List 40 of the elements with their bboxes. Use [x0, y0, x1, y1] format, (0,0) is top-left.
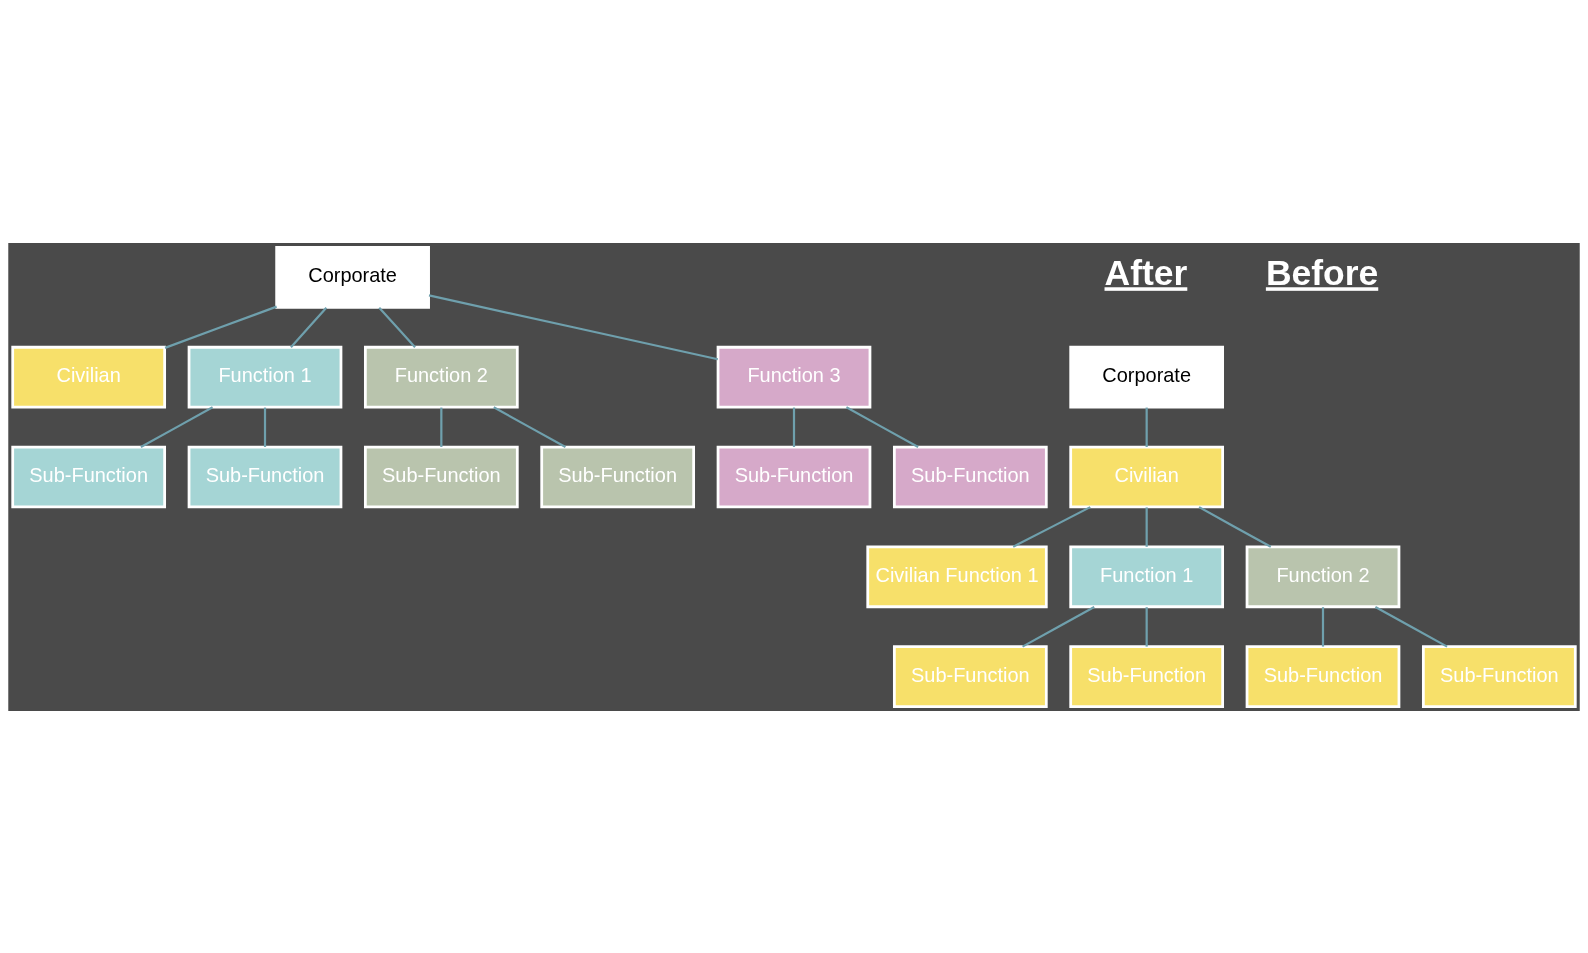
node-box: Corporate [1069, 345, 1224, 408]
connector [1198, 505, 1272, 548]
connector [1022, 605, 1095, 648]
node-box: Sub-Function [892, 644, 1048, 708]
connector [1374, 605, 1448, 648]
connector [263, 407, 267, 447]
connector [140, 405, 214, 448]
connector [1145, 606, 1148, 647]
connector [164, 305, 277, 349]
label: After [1104, 252, 1188, 293]
connector [440, 407, 443, 447]
connector [792, 407, 796, 447]
connector [1321, 606, 1325, 647]
connector [1145, 506, 1148, 547]
connector [428, 293, 719, 360]
node-box: Sub-Function [364, 445, 519, 508]
node-box: Function 1 [187, 345, 343, 408]
node-box: Sub-Function [11, 445, 167, 508]
node-box: Function 3 [716, 345, 872, 408]
connector [1012, 505, 1091, 548]
node-box: Sub-Function [187, 445, 343, 508]
node-box: Sub-Function [1245, 644, 1401, 708]
connector [1145, 407, 1148, 447]
node-box: Sub-Function [540, 445, 696, 508]
node-box: Civilian [1069, 445, 1224, 508]
connector [378, 306, 416, 348]
node-box: Sub-Function [892, 445, 1048, 508]
node-box: Civilian [11, 345, 167, 408]
node-box: Sub-Function [1069, 644, 1224, 708]
node-box: Civilian Function 1 [866, 545, 1048, 608]
node-box: Sub-Function [1421, 644, 1577, 708]
node-box: Function 1 [1069, 545, 1224, 608]
node-box: Sub-Function [716, 445, 872, 508]
node-box: Function 2 [1245, 545, 1401, 608]
node-box: Function 2 [364, 345, 519, 408]
connector [493, 405, 566, 448]
label: Before [1265, 252, 1379, 293]
connector [290, 306, 328, 348]
node-box: Corporate [275, 245, 430, 309]
connector [845, 405, 919, 448]
